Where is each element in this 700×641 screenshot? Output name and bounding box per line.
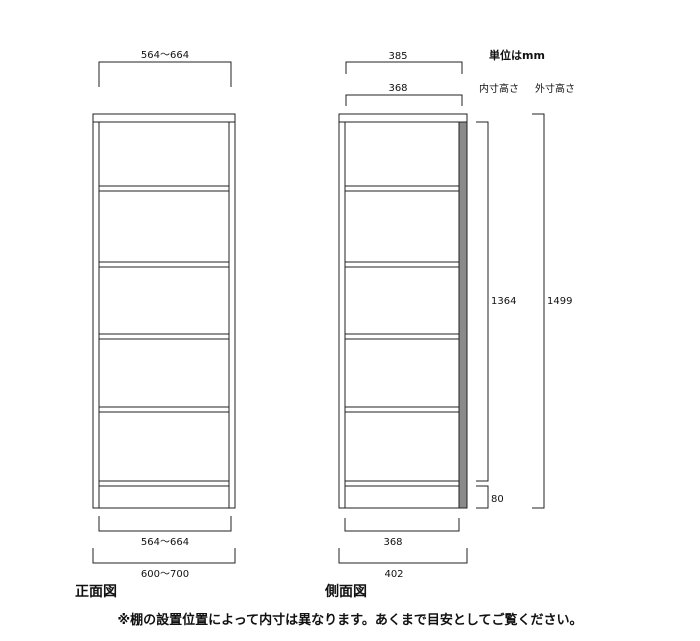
front-top-dim-bracket — [98, 61, 232, 87]
front-shelf — [98, 185, 230, 192]
front-inner-dim-bracket — [98, 516, 232, 532]
side-shelf — [344, 185, 460, 192]
front-outer-dim-label: 600～700 — [141, 569, 189, 580]
outer-height-header: 外寸高さ — [535, 82, 575, 95]
front-shelf — [98, 261, 230, 268]
side-top-inner-label: 368 — [388, 83, 407, 94]
side-total-depth-label: 402 — [384, 569, 403, 580]
side-top-depth-bracket — [345, 61, 463, 74]
front-top-dim-label: 564～664 — [141, 50, 189, 61]
front-shelf — [98, 406, 230, 413]
inner-height-header: 内寸高さ — [479, 82, 519, 95]
front-view-title: 正面図 — [75, 584, 117, 600]
side-base-height-bracket — [476, 485, 489, 509]
side-bottom-shelf — [344, 480, 460, 487]
side-outer-height-label: 1499 — [547, 296, 572, 307]
front-top-board — [92, 113, 236, 123]
front-view: 564～664 564～664 600～700 正面図 — [75, 50, 236, 600]
side-top-board — [338, 113, 468, 123]
front-outer-dim-bracket — [92, 548, 236, 564]
side-shelf — [344, 333, 460, 340]
front-bottom-shelf — [98, 480, 230, 487]
side-shelf — [344, 406, 460, 413]
side-inner-height-bracket — [476, 121, 489, 482]
side-view: 385 368 1364 1499 80 368 402 側面図 — [324, 51, 572, 600]
front-inner-dim-label: 564～664 — [141, 537, 189, 548]
side-top-inner-bracket — [345, 94, 463, 106]
side-bottom-inner-bracket — [344, 518, 460, 532]
side-inner-height-label: 1364 — [491, 296, 516, 307]
side-shelf — [344, 261, 460, 268]
front-left-panel — [92, 121, 100, 509]
front-right-panel — [228, 121, 236, 509]
front-shelf — [98, 333, 230, 340]
side-back-panel — [458, 121, 468, 509]
footnote: ※棚の設置位置によって内寸は異なります。あくまで目安としてご覧ください。 — [118, 612, 583, 628]
side-outer-height-bracket — [532, 113, 545, 509]
unit-label: 単位はmm — [489, 48, 545, 62]
side-top-depth-label: 385 — [388, 51, 407, 62]
side-view-title: 側面図 — [324, 583, 367, 600]
side-bottom-inner-label: 368 — [383, 537, 402, 548]
side-total-depth-bracket — [338, 548, 468, 564]
side-front-edge — [338, 121, 346, 509]
side-base-height-label: 80 — [491, 494, 504, 505]
